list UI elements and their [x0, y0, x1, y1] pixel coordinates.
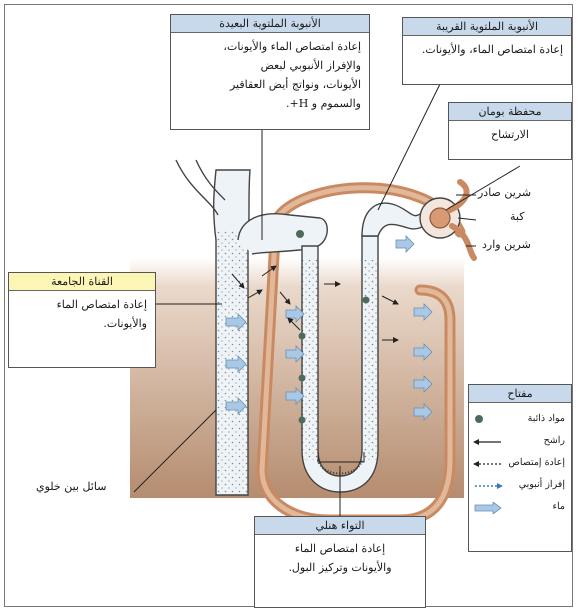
loop-of-henle-text: إعادة امتصاص الماء والأيونات وتركيز البو…: [255, 535, 425, 581]
proximal-tubule-text: إعادة امتصاص الماء، والأيونات.: [403, 36, 571, 63]
key-item-water: ماء: [469, 499, 571, 517]
bowman-capsule-text: الارتشاح: [449, 121, 571, 148]
distal-line: إعادة امتصاص الماء والأيونات،: [179, 37, 361, 56]
proximal-tubule-title: الأنبوبة الملتوية القريبة: [403, 18, 571, 36]
diagram-key: مفتاح مواد ذائبة راشح إعادة إمتصاص إفراز…: [468, 384, 572, 552]
key-item-solute: مواد ذائبة: [469, 411, 571, 429]
henle-line: إعادة امتصاص الماء: [263, 539, 417, 558]
distal-line: الأيونات، ونواتج أيض العقاقير: [179, 75, 361, 94]
afferent-arteriole: [452, 226, 474, 258]
distal-tubule-title: الأنبوبة الملتوية البعيدة: [171, 15, 369, 33]
distal-line: والإفراز الأنبوبي لبعض: [179, 56, 361, 75]
key-item-filtrate: راشح: [469, 433, 571, 451]
interstitial-fluid-label: سائل بين خلوي: [36, 480, 106, 493]
solute-dot: [296, 230, 304, 238]
key-label: راشح: [544, 435, 565, 446]
filtrate-arrow-icon: [473, 437, 503, 447]
key-item-secretion: إفراز أنبوبي: [469, 477, 571, 495]
efferent-arteriole-label: شرين صادر: [478, 186, 531, 199]
solute-dot-icon: [475, 415, 483, 423]
collecting-duct-box: القناة الجامعة إعادة امتصاص الماء والأيو…: [8, 272, 156, 368]
key-title: مفتاح: [469, 385, 571, 403]
henle-descending-solutes: [302, 260, 318, 460]
distal-tubule-box: الأنبوبة الملتوية البعيدة إعادة امتصاص ا…: [170, 14, 370, 130]
bowman-line: الارتشاح: [457, 125, 563, 144]
loop-of-henle-title: التواء هنلي: [255, 517, 425, 535]
bowman-capsule-title: محفظة بومان: [449, 103, 571, 121]
proximal-line: إعادة امتصاص الماء، والأيونات.: [411, 40, 563, 59]
glomerulus: [430, 208, 450, 228]
interstitial-fluid-region: [130, 258, 464, 498]
henle-ascending-solutes: [362, 260, 378, 460]
key-label: إفراز أنبوبي: [519, 479, 565, 490]
key-item-reabsorption: إعادة إمتصاص: [469, 455, 571, 473]
water-arrow-icon: [473, 502, 503, 514]
key-label: مواد ذائبة: [528, 413, 565, 424]
secretion-arrow-icon: [473, 481, 503, 491]
loop-of-henle-box: التواء هنلي إعادة امتصاص الماء والأيونات…: [254, 516, 426, 608]
afferent-arteriole-label: شرين وارد: [482, 238, 531, 251]
henle-line: والأيونات وتركيز البول.: [263, 558, 417, 577]
reabsorption-arrow-icon: [473, 459, 503, 469]
collecting-duct-text: إعادة امتصاص الماء والأيونات.: [9, 291, 155, 337]
bowman-capsule-box: محفظة بومان الارتشاح: [448, 102, 572, 160]
glomerulus-label: كبة: [510, 210, 524, 223]
collecting-line: والأيونات.: [17, 314, 147, 333]
key-label: ماء: [553, 501, 565, 512]
collecting-duct-branch: [176, 160, 218, 215]
key-label: إعادة إمتصاص: [508, 457, 565, 468]
distal-tubule-text: إعادة امتصاص الماء والأيونات، والإفراز ا…: [171, 33, 369, 117]
collecting-line: إعادة امتصاص الماء: [17, 295, 147, 314]
distal-line: والسموم و H+.: [179, 94, 361, 113]
proximal-tubule-box: الأنبوبة الملتوية القريبة إعادة امتصاص ا…: [402, 17, 572, 85]
collecting-duct-title: القناة الجامعة: [9, 273, 155, 291]
